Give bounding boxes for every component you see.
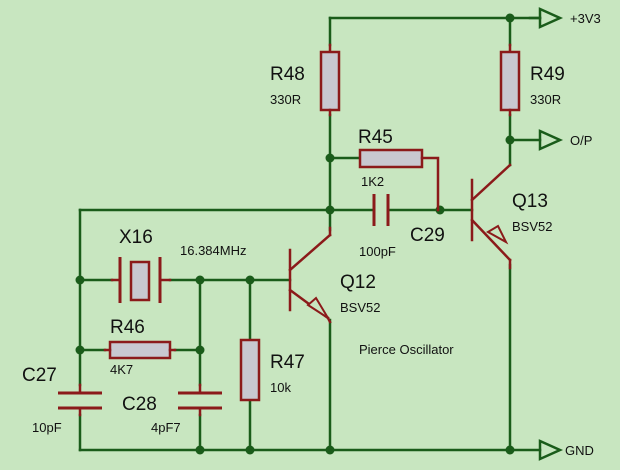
- c27-value: 10pF: [32, 420, 62, 435]
- resistor-r49: [499, 43, 521, 117]
- wires: [78, 16, 542, 452]
- vcc-label: +3V3: [570, 11, 601, 26]
- c29-ref: C29: [410, 225, 445, 246]
- c28-ref: C28: [122, 394, 157, 415]
- q13-ref: Q13: [512, 191, 548, 212]
- r48-value: 330R: [270, 92, 301, 107]
- c29-value: 100pF: [359, 244, 396, 259]
- r46-value: 4K7: [110, 362, 133, 377]
- r47-value: 10k: [270, 380, 291, 395]
- gnd-label: GND: [565, 443, 594, 458]
- x16-ref: X16: [119, 227, 153, 248]
- r46-ref: R46: [110, 317, 145, 338]
- q12-ref: Q12: [340, 272, 376, 293]
- capacitor-c28: [178, 383, 222, 417]
- capacitor-c27: [58, 383, 102, 417]
- r47-ref: R47: [270, 352, 305, 373]
- resistor-r48: [319, 43, 341, 117]
- gnd-arrow-symbol: [538, 439, 564, 461]
- r45-ref: R45: [358, 127, 393, 148]
- q13-value: BSV52: [512, 219, 552, 234]
- x16-value: 16.384MHz: [180, 243, 246, 258]
- r49-value: 330R: [530, 92, 561, 107]
- output-label: O/P: [570, 133, 592, 148]
- transistor-q13: [470, 163, 512, 270]
- vcc-arrow-symbol: [528, 7, 564, 29]
- output-arrow-symbol: [538, 129, 564, 151]
- crystal-x16: [110, 257, 172, 303]
- c28-value: 4pF7: [151, 420, 181, 435]
- junctions: [75, 13, 515, 455]
- resistor-r47: [239, 338, 261, 402]
- r45-value: 1K2: [361, 174, 384, 189]
- resistor-r46: [103, 340, 177, 360]
- transistor-q12: [288, 226, 332, 324]
- resistor-r45: [358, 148, 440, 212]
- r48-ref: R48: [270, 64, 305, 85]
- r49-ref: R49: [530, 64, 565, 85]
- circuit-caption: Pierce Oscillator: [359, 342, 454, 357]
- q12-value: BSV52: [340, 300, 380, 315]
- c27-ref: C27: [22, 365, 57, 386]
- capacitor-c29: [372, 194, 390, 226]
